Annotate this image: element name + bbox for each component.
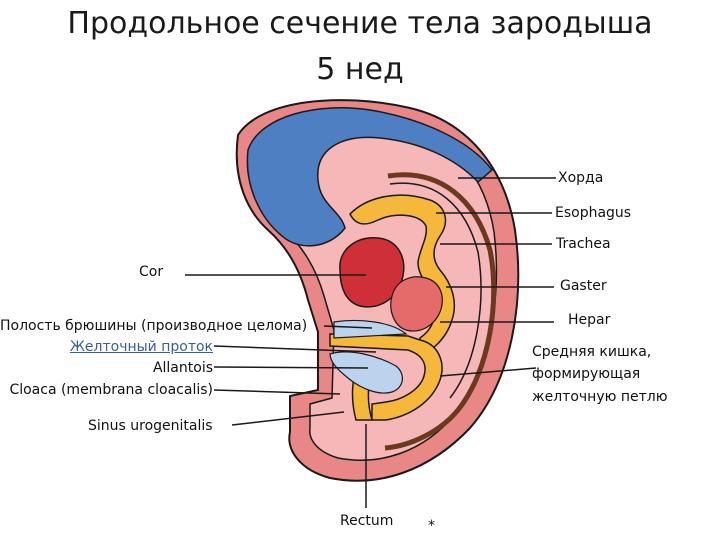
leader-allantois [214, 367, 368, 368]
label-asterisk: * [428, 518, 435, 535]
label-sinus-urogenitalis: Sinus urogenitalis [88, 418, 213, 435]
label-midgut-line2: формирующая [532, 366, 640, 383]
label-esophagus: Esophagus [555, 205, 631, 222]
label-allantois: Allantois [20, 360, 213, 377]
label-rectum: Rectum [340, 513, 393, 530]
label-trachea: Trachea [556, 236, 611, 253]
label-hepar: Hepar [568, 312, 610, 329]
label-midgut-line3: желточную петлю [532, 389, 668, 406]
label-midgut-line1: Средняя кишка, [532, 344, 651, 361]
label-cloaca: Cloaca (membrana cloacalis) [0, 382, 213, 399]
label-cor: Cor [139, 264, 163, 281]
label-chorda: Хорда [558, 170, 603, 187]
link-yolk-duct[interactable]: Желточный проток [20, 339, 213, 356]
label-gaster: Gaster [560, 278, 607, 295]
label-peritoneal-cavity: Полость брюшины (производное целома) [0, 318, 307, 335]
